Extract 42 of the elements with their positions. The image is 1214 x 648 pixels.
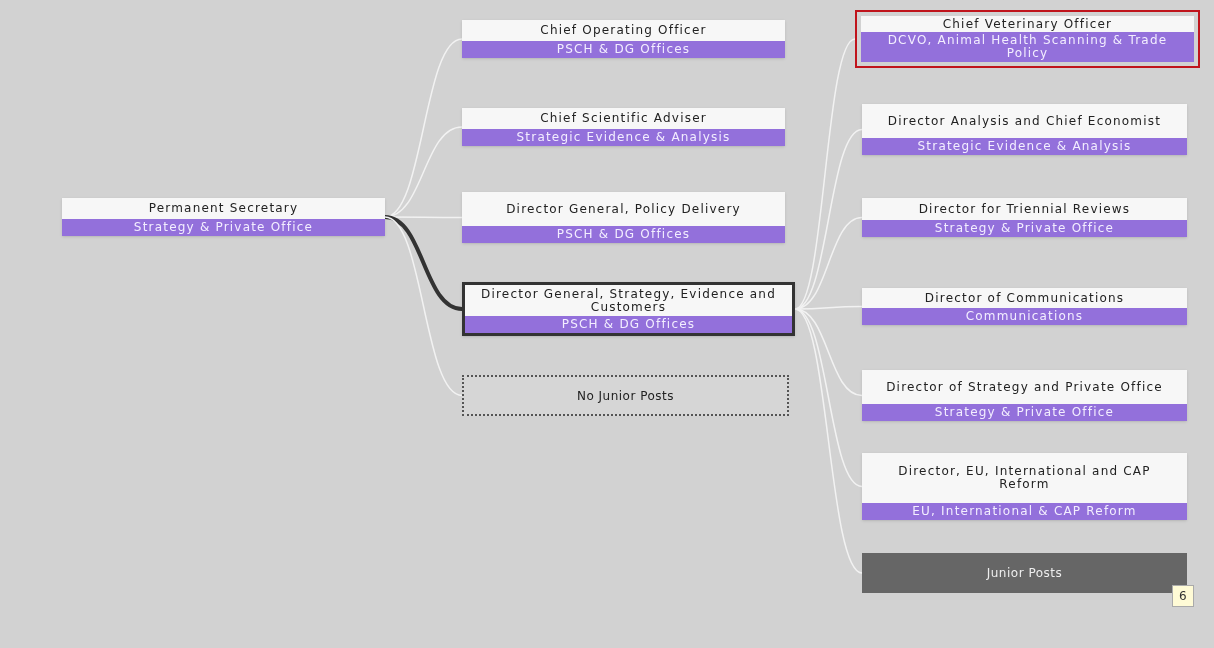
post-title: Director Analysis and Chief Economist	[887, 114, 1162, 128]
count-badge: 6	[1172, 585, 1194, 607]
post-card	[862, 370, 1187, 421]
post-title: Director, EU, International and CAP Reform	[897, 465, 1152, 491]
empty-post-card	[462, 375, 789, 416]
post-card	[62, 198, 385, 236]
post-title: Junior Posts	[986, 565, 1063, 582]
post-title: Director of Strategy and Private Office	[886, 380, 1163, 394]
team-name: EU, International & CAP Reform	[912, 505, 1137, 518]
team-name: Strategic Evidence & Analysis	[917, 140, 1132, 153]
team-name: PSCH & DG Offices	[556, 43, 691, 56]
post-card	[862, 453, 1187, 520]
team-name: PSCH & DG Offices	[556, 228, 691, 241]
team-name: Strategic Evidence & Analysis	[516, 131, 731, 144]
team-name: Strategy & Private Office	[934, 222, 1115, 235]
post-title: No Junior Posts	[576, 387, 675, 405]
post-card	[862, 104, 1187, 155]
post-title: Director for Triennial Reviews	[918, 202, 1131, 216]
post-card	[462, 108, 785, 146]
post-card	[462, 20, 785, 58]
team-name: Strategy & Private Office	[133, 221, 314, 234]
post-card	[462, 192, 785, 243]
post-title: Director of Communications	[924, 291, 1125, 305]
post-title: Permanent Secretary	[148, 202, 299, 215]
post-title: Chief Veterinary Officer	[942, 17, 1113, 31]
team-name: PSCH & DG Offices	[561, 318, 696, 331]
post-title: Chief Operating Officer	[540, 24, 707, 37]
connector-line	[794, 308, 863, 574]
post-title: Chief Scientific Adviser	[540, 112, 707, 125]
connector-line	[794, 38, 856, 310]
post-card	[862, 288, 1187, 325]
connector-line	[384, 216, 463, 397]
post-title: Director General, Policy Delivery	[506, 202, 741, 216]
junior-posts-card	[862, 553, 1187, 593]
current-post-card	[462, 282, 795, 336]
team-name: Strategy & Private Office	[934, 406, 1115, 419]
post-title: Director General, Strategy, Evidence and Customers	[480, 287, 777, 314]
connector-line	[384, 215, 463, 311]
team-name: Communications	[965, 310, 1084, 323]
post-card	[862, 198, 1187, 237]
team-name: DCVO, Animal Health Scanning & Trade Policy	[886, 34, 1169, 60]
selected-post-card	[855, 10, 1200, 68]
